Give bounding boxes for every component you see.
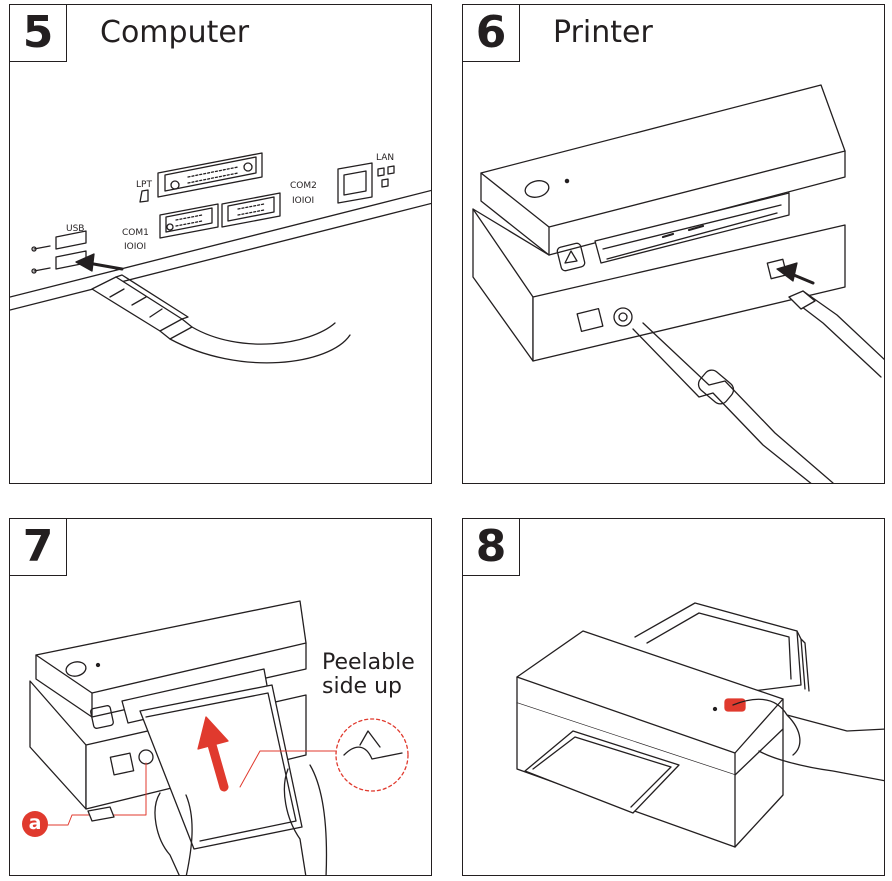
press-button-illustration xyxy=(516,602,884,848)
computer-panel-edge-lower xyxy=(10,202,431,311)
right-hand xyxy=(283,764,328,875)
step-7-panel: 7 Peelable side up a xyxy=(9,518,432,876)
step-title: Printer xyxy=(553,15,653,50)
lan-port xyxy=(337,162,395,204)
com1-pins: IOIOI xyxy=(124,242,146,252)
usb-ports xyxy=(31,230,87,274)
callout-line-2: side up xyxy=(322,674,402,699)
left-hand xyxy=(154,792,193,875)
insert-arrowhead xyxy=(776,262,798,282)
callout-leader xyxy=(239,750,337,788)
ferrite-core xyxy=(697,369,735,405)
marker-a-badge: a xyxy=(22,811,48,837)
step-8-panel: 8 xyxy=(462,518,885,876)
printer-back-illustration xyxy=(472,84,884,483)
insert-arrow xyxy=(86,261,124,271)
lpt-label: LPT xyxy=(136,180,152,190)
power-switch xyxy=(576,307,604,333)
step-number: 5 xyxy=(10,5,67,62)
com2-port xyxy=(221,192,281,228)
usb-cable xyxy=(91,274,351,364)
step-title: Computer xyxy=(100,15,250,50)
computer-illustration: USB LPT COM1 IOIOI COM2 IOIOI LAN xyxy=(10,152,431,364)
usb-label: USB xyxy=(66,224,84,234)
step-number: 8 xyxy=(463,519,520,576)
step-5-panel: USB LPT COM1 IOIOI COM2 IOIOI LAN 5 Comp… xyxy=(9,4,432,484)
printer-body-side xyxy=(472,208,534,362)
marker-leader xyxy=(47,762,147,826)
insert-arrowhead xyxy=(75,253,95,272)
com1-label: COM1 xyxy=(122,228,149,238)
feed-button xyxy=(524,180,550,198)
printer-body-back xyxy=(532,224,846,362)
power-switch xyxy=(109,752,135,776)
power-button xyxy=(556,242,586,272)
step-number: 7 xyxy=(10,519,67,576)
feed-direction-arrow xyxy=(207,740,229,792)
usb-cable xyxy=(788,296,882,378)
feed-button-highlight xyxy=(724,698,746,712)
com1-port xyxy=(159,203,219,239)
step-6-panel: 6 Printer xyxy=(462,4,885,484)
feed-direction-arrowhead xyxy=(197,716,229,750)
power-plug xyxy=(87,806,115,822)
printer-body-side xyxy=(29,680,87,810)
power-button xyxy=(90,705,114,729)
loading-labels-illustration xyxy=(29,600,409,875)
lpt-port xyxy=(139,152,263,203)
com2-pins: IOIOI xyxy=(292,196,314,206)
power-socket xyxy=(613,307,633,327)
callout-line-1: Peelable xyxy=(322,650,415,675)
step-number: 6 xyxy=(463,5,520,62)
power-cable xyxy=(632,328,812,483)
printer-lid xyxy=(480,84,846,228)
lan-label: LAN xyxy=(376,153,394,163)
ejected-label xyxy=(524,730,680,814)
feed-button xyxy=(65,661,87,677)
peel-detail xyxy=(343,730,403,760)
peel-detail-circle xyxy=(335,718,409,792)
hand xyxy=(732,698,884,782)
com2-label: COM2 xyxy=(290,181,317,191)
peelable-callout: Peelable side up xyxy=(322,651,415,699)
computer-panel-edge xyxy=(10,189,431,298)
